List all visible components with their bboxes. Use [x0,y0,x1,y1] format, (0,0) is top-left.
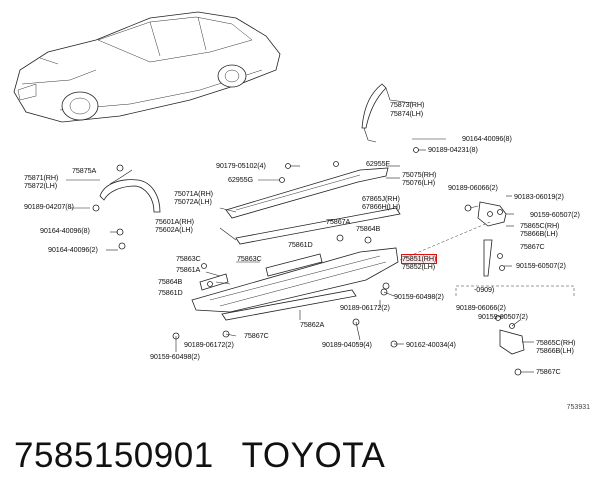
label-75072A[interactable]: 75072A(LH) [174,197,212,206]
door-moulding-lower [235,207,401,245]
label-90189-06172-b[interactable]: 90189-06172(2) [184,340,234,349]
label-75862A[interactable]: 75862A [300,320,325,329]
label-75866B-b[interactable]: 75866B(LH) [536,346,574,355]
label-90189-04231[interactable]: 90189-04231(8) [428,145,478,154]
brand-name: TOYOTA [241,436,386,475]
label-75851[interactable]: 75851(RH) [400,254,438,264]
label-75873[interactable]: 75873(RH) [390,100,425,109]
label-75867C[interactable]: 75867C [520,242,545,251]
rear-arch-moulding [361,83,387,129]
label-62955F[interactable]: 62955F [366,159,390,168]
label-90189-04059[interactable]: 90189-04059(4) [322,340,372,349]
label-75076[interactable]: 75076(LH) [402,178,436,187]
label-75601A[interactable]: 75601A(RH) [155,217,194,226]
label-90159-60507-b[interactable]: 90159-60507(2) [516,261,566,270]
label-75075[interactable]: 75075(RH) [402,170,437,179]
label-90183-06019[interactable]: 90183-06019(2) [514,192,564,201]
front-arch-moulding [99,179,161,213]
label-90189-06066-b[interactable]: 90189-06066(2) [456,303,506,312]
label-90159-60507[interactable]: 90159-60507(2) [530,210,580,219]
footer: 7585150901 TOYOTA [14,436,413,476]
belt-moulding-upper [225,167,389,219]
label-75874[interactable]: 75874(LH) [390,109,424,118]
rocker-strip-75862A [221,289,357,321]
label-90159-60498-b[interactable]: 90159-60498(2) [150,352,200,361]
label-75852[interactable]: 75852(LH) [402,262,436,271]
label-75861A[interactable]: 75861A [176,265,201,274]
label-75863C-b[interactable]: 75863C [237,254,262,263]
label-90164-40096-c[interactable]: 90164-40096(2) [48,245,98,254]
label-67865J[interactable]: 67865J(RH) [362,194,400,203]
label-75865C-b[interactable]: 75865C(RH) [536,338,576,347]
label-75861D[interactable]: 75861D [288,240,313,249]
label-90159-60498[interactable]: 90159-60498(2) [394,292,444,301]
part-number: 7585150901 [14,436,214,475]
label-90179-05102[interactable]: 90179-05102(4) [216,161,266,170]
label-62955G[interactable]: 62955G [228,175,253,184]
label-0909: -0909) [474,285,495,294]
label-75867C-c[interactable]: 75867C [536,367,561,376]
label-75871[interactable]: 75871(RH) [24,173,59,182]
diagram-drawing [13,11,575,376]
label-75867C-b[interactable]: 75867C [244,331,269,340]
label-75864B-b[interactable]: 75864B [158,277,183,286]
label-75861D-b[interactable]: 75861D [158,288,183,297]
label-75865C[interactable]: 75865C(RH) [520,221,560,230]
label-75602A[interactable]: 75602A(LH) [155,225,193,234]
label-90162-40034[interactable]: 90162-40034(4) [406,340,456,349]
rocker-panel-75851 [191,247,399,313]
label-75863C[interactable]: 75863C [176,254,201,263]
label-90189-04207[interactable]: 90189-04207(8) [24,202,74,211]
label-67866H[interactable]: 67866H(LH) [362,202,401,211]
car-illustration [13,11,281,123]
label-75872[interactable]: 75872(LH) [24,181,58,190]
label-90189-06066[interactable]: 90189-06066(2) [448,183,498,192]
label-75875A[interactable]: 75875A [72,166,97,175]
label-90189-06172[interactable]: 90189-06172(2) [340,303,390,312]
diagram-code: 753931 [566,404,590,411]
label-90164-40096[interactable]: 90164-40096(8) [462,134,512,143]
label-75867A[interactable]: 75867A [326,217,351,226]
parts-diagram: 75873(RH) 75874(LH) 90164-40096(8) 90189… [13,11,580,376]
label-75866B[interactable]: 75866B(LH) [520,229,558,238]
label-75071A[interactable]: 75071A(RH) [174,189,213,198]
label-90164-40096-b[interactable]: 90164-40096(8) [40,226,90,235]
label-90159-60507-c[interactable]: 90159-60507(2) [478,312,528,321]
label-75864B[interactable]: 75864B [356,224,381,233]
